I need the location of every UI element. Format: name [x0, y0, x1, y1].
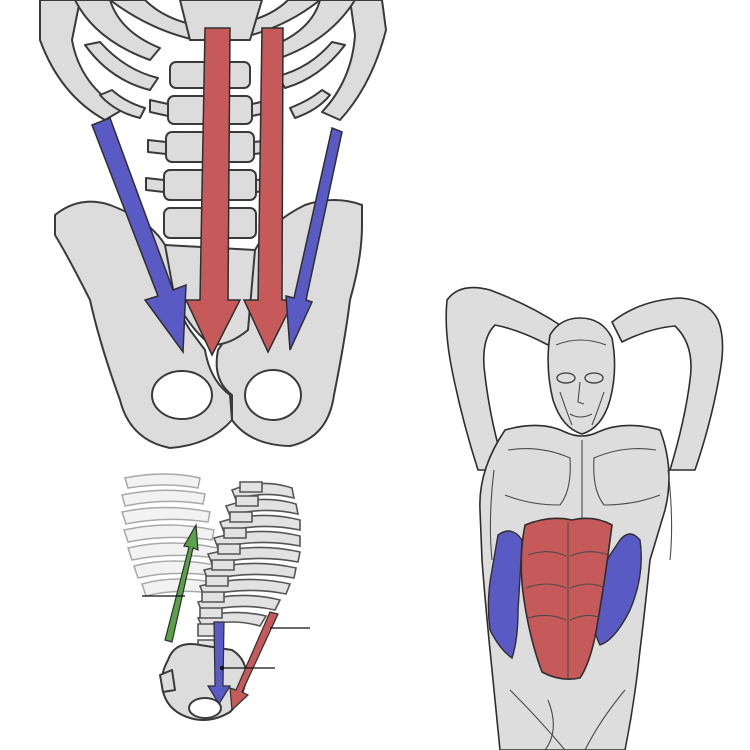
arrow-shape: [184, 27, 242, 357]
right-arm: [611, 297, 724, 471]
rectus-abdominis: [520, 517, 613, 680]
arrow-shape: [164, 523, 199, 643]
arrow-shape: [285, 126, 343, 351]
rib-cage: [39, 0, 387, 121]
flexor-arrow-center-left: [184, 27, 242, 357]
pectoral-right: [593, 448, 661, 506]
torso-muscles-panel: [445, 286, 724, 750]
pectoral-left: [504, 448, 571, 506]
arrow-shape: [229, 611, 279, 712]
leader-dot: [219, 665, 225, 671]
left-oblique: [487, 530, 523, 660]
flexor-arrow-side: [229, 611, 279, 712]
arrow-shape: [91, 117, 187, 355]
pelvis-side: [159, 643, 248, 721]
pelvis-front-panel: [39, 0, 387, 449]
extensor-arrow-green: [164, 523, 199, 643]
oblique-arrow-left: [91, 117, 187, 355]
spine-side-panel: [121, 473, 310, 721]
flexor-arrow-center-right: [242, 27, 296, 354]
left-arm: [445, 286, 561, 471]
arrow-shape: [242, 27, 296, 354]
head: [547, 317, 616, 435]
oblique-arrow-right: [285, 126, 343, 351]
oblique-arrow-side: [206, 621, 232, 706]
arrow-shape: [206, 621, 232, 706]
